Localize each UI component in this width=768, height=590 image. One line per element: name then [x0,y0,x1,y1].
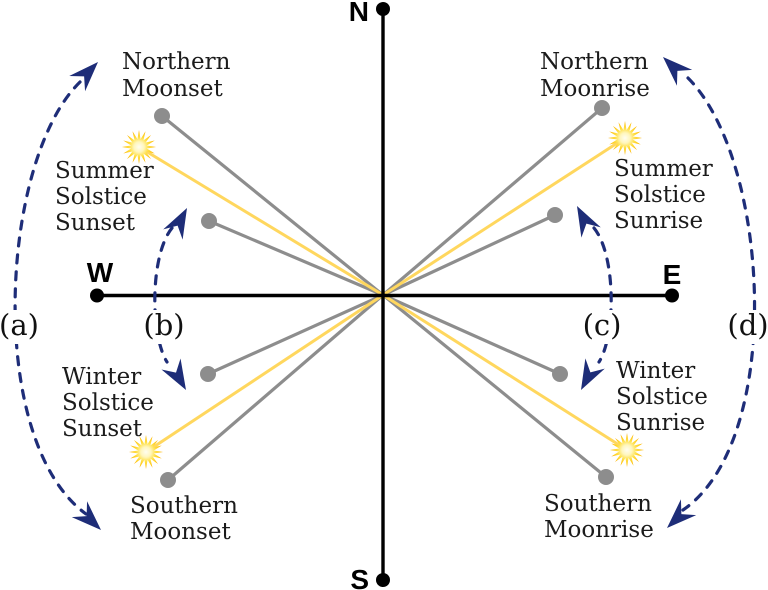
arc-d-label: (d) [727,308,768,342]
arc-a-bottom-arrowhead-icon [71,501,109,538]
compass-labels: N S W E [87,0,682,590]
svg-text:Winter: Winter [616,358,695,384]
svg-text:Moonset: Moonset [122,76,223,102]
arc-c-label: (c) [583,308,622,342]
minor-moonrise-north-dot [547,207,563,223]
arc-b-label: (b) [143,308,184,342]
minor-moonrise-north-line [382,213,556,297]
northern-moonset-line [160,114,385,297]
southern-moonset-label: Southern Moonset [130,493,238,545]
arc-a-label: (a) [0,308,39,342]
arc-b-minor-moonset-range [153,226,174,364]
summer-solstice-sunrise-line [382,136,626,297]
svg-text:Solstice: Solstice [55,184,147,210]
arc-c-minor-moonrise-range [592,226,613,364]
southern-moonrise-dot [598,469,614,485]
arc-b-bottom-arrowhead-icon [161,358,196,396]
compass-east-label: E [663,259,682,290]
northern-moonset-label: Northern Moonset [122,49,231,102]
svg-text:Solstice: Solstice [616,384,708,410]
southern-moonset-line [166,293,385,482]
minor-moonrise-south-line [382,293,561,376]
svg-text:Northern: Northern [122,49,231,75]
svg-text:Sunrise: Sunrise [616,410,705,436]
summer-solstice-sunset-line [138,145,384,297]
winter-solstice-sunset-label: Winter Solstice Sunset [62,364,154,442]
svg-text:Sunrise: Sunrise [614,208,703,234]
svg-text:Winter: Winter [62,364,141,390]
moon-dots [154,100,614,488]
text-labels: Northern Moonset Summer Solstice Sunset … [55,49,713,545]
range-arcs [13,49,757,538]
southern-moonrise-line [381,293,608,479]
minor-moonrise-south-dot [552,366,568,382]
svg-text:Sunset: Sunset [62,416,143,442]
svg-text:Southern: Southern [544,491,652,517]
arc-b-label-bg [145,310,185,344]
minor-moonset-south-dot [200,366,216,382]
moon-lines [160,106,608,482]
northern-moonrise-label: Northern Moonrise [540,49,650,102]
southern-moonrise-label: Southern Moonrise [544,491,654,543]
south-dot [376,573,390,587]
arc-c-bottom-arrowhead-icon [571,358,605,396]
minor-moonset-north-dot [201,213,217,229]
winter-solstice-sunset-line [145,293,384,454]
svg-text:Moonrise: Moonrise [540,76,650,102]
west-dot [90,288,104,303]
svg-text:Solstice: Solstice [62,390,154,416]
arc-d-top-arrowhead-icon [655,49,693,86]
summer-solstice-sunset-label: Summer Solstice Sunset [55,158,154,236]
svg-text:Northern: Northern [540,49,649,75]
winter-solstice-sunrise-sun-icon [610,433,644,467]
svg-text:Moonset: Moonset [130,519,231,545]
summer-solstice-sunrise-label: Summer Solstice Sunrise [614,156,713,234]
summer-solstice-sunrise-sun-icon [608,121,642,155]
minor-moonset-north-line [208,219,384,297]
northern-moonrise-dot [594,100,610,116]
svg-text:Moonrise: Moonrise [544,517,654,543]
svg-text:Summer: Summer [614,156,713,182]
arc-d-major-moonrise-range [681,76,757,512]
minor-moonset-south-line [207,293,384,376]
northern-moonrise-line [381,106,604,297]
arc-c-label-bg [582,310,622,344]
arc-a-major-moonset-range [13,80,88,516]
winter-solstice-sunrise-line [382,293,628,452]
arc-a-label-bg [0,310,38,344]
compass-axes [90,2,679,587]
southern-moonset-dot [160,472,176,488]
north-dot [376,2,390,16]
svg-text:Solstice: Solstice [614,182,706,208]
svg-text:Southern: Southern [130,493,238,519]
svg-text:Sunset: Sunset [55,210,136,236]
winter-solstice-sunrise-label: Winter Solstice Sunrise [616,358,708,436]
compass-north-label: N [349,0,369,27]
sun-lines [138,136,628,454]
east-dot [665,288,679,303]
compass-south-label: S [350,564,369,590]
arc-label-group: (a) (b) (c) (d) [0,308,768,344]
compass-west-label: W [87,257,114,288]
northern-moonset-dot [154,108,170,124]
arc-d-label-bg [727,310,768,344]
svg-text:Summer: Summer [55,158,154,184]
arc-d-bottom-arrowhead-icon [659,499,697,536]
